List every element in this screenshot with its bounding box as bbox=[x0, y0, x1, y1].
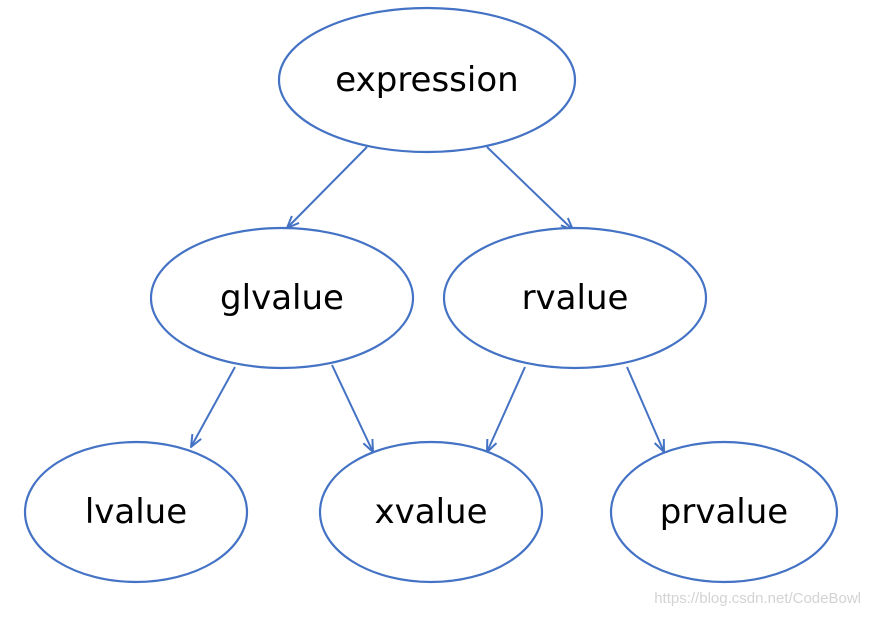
edge-rvalue-xvalue bbox=[487, 366, 526, 452]
node-expression-ellipse bbox=[277, 6, 577, 154]
node-lvalue-ellipse bbox=[23, 440, 249, 584]
node-prvalue-label: prvalue bbox=[660, 492, 788, 532]
node-rvalue: rvalue bbox=[442, 226, 708, 370]
node-rvalue-label: rvalue bbox=[522, 278, 629, 318]
watermark: https://blog.csdn.net/CodeBowl bbox=[654, 590, 861, 607]
node-prvalue: prvalue bbox=[609, 440, 839, 584]
node-rvalue-ellipse bbox=[442, 226, 708, 370]
node-prvalue-ellipse bbox=[609, 440, 839, 584]
node-lvalue: lvalue bbox=[23, 440, 249, 584]
node-expression: expression bbox=[277, 6, 577, 154]
edge-rvalue-prvalue bbox=[626, 366, 664, 452]
node-lvalue-label: lvalue bbox=[85, 492, 187, 532]
node-xvalue: xvalue bbox=[318, 440, 544, 584]
edges bbox=[191, 146, 664, 452]
node-expression-label: expression bbox=[335, 60, 518, 100]
edge-expression-rvalue bbox=[486, 146, 573, 230]
node-glvalue-ellipse bbox=[149, 226, 415, 370]
node-xvalue-ellipse bbox=[318, 440, 544, 584]
edge-glvalue-lvalue bbox=[191, 366, 236, 447]
edge-expression-glvalue bbox=[287, 146, 368, 228]
node-glvalue: glvalue bbox=[149, 226, 415, 370]
edge-glvalue-xvalue bbox=[331, 364, 373, 452]
node-xvalue-label: xvalue bbox=[375, 492, 488, 532]
node-glvalue-label: glvalue bbox=[220, 278, 344, 318]
